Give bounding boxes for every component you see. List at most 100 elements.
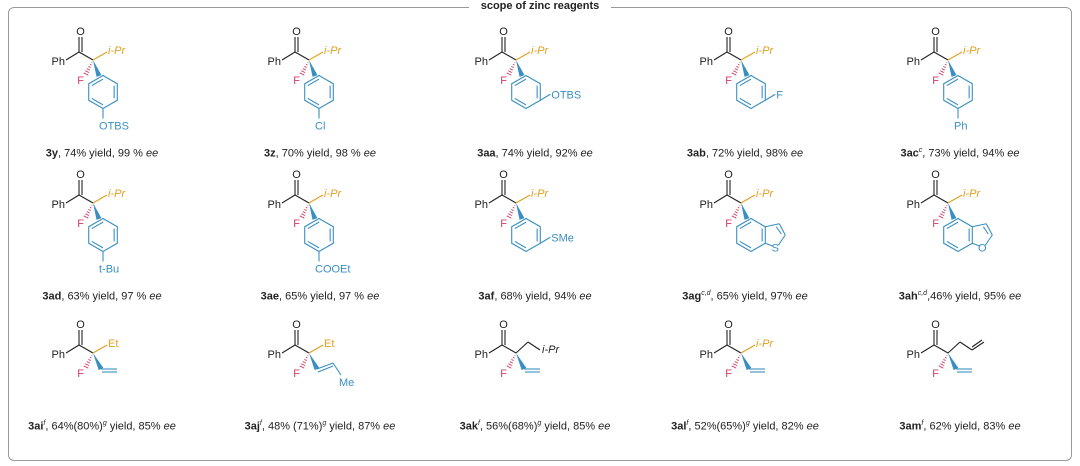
hash-line <box>938 365 944 369</box>
fluorine-label: F <box>293 75 300 87</box>
allyl-bond <box>971 341 985 351</box>
compound-caption: 3ajf, 48% (71%)g yield, 87% ee <box>245 420 396 433</box>
hash-line <box>512 356 515 359</box>
hash-line <box>736 66 739 68</box>
alkyl-label: i-Pr <box>542 344 560 356</box>
allyl-double-bond <box>971 339 983 348</box>
ee-label: ee <box>383 420 396 433</box>
hash-line <box>512 63 515 66</box>
fluorine-label: F <box>932 218 939 230</box>
alkenyl-wedge-bond <box>741 353 752 371</box>
phenyl-label: Ph <box>475 349 488 361</box>
fluorine-hash-bond <box>731 61 741 76</box>
phenyl-label: Ph <box>52 349 65 361</box>
ee-label: ee <box>149 290 162 303</box>
compound-id: 3am <box>899 420 922 433</box>
phenyl-bond <box>920 344 935 354</box>
hash-line <box>83 365 89 369</box>
substituent-label: SMe <box>551 232 574 244</box>
alkyl-bond <box>740 194 756 204</box>
ee-label: ee <box>1009 290 1022 303</box>
hash-line <box>302 68 307 71</box>
phenyl-bond <box>281 344 296 354</box>
ee-label: ee <box>163 420 176 433</box>
footnote-mark: f <box>259 420 262 427</box>
hash-line <box>85 70 90 74</box>
furan-double-bond <box>775 226 782 235</box>
alkyl-bond <box>947 194 963 204</box>
hash-line <box>737 63 740 66</box>
alkyl-label: i-Pr <box>531 188 549 200</box>
phenyl-bond <box>488 51 503 61</box>
hash-line <box>506 72 512 76</box>
compound-id: 3y <box>45 147 58 160</box>
benzene-ring <box>88 74 118 110</box>
hash-line <box>941 68 946 71</box>
hash-line <box>88 209 91 211</box>
aromatic-double-bond <box>946 78 959 87</box>
phenyl-bond <box>713 194 728 204</box>
footnote-mark: f <box>43 420 46 427</box>
yield-text: , 74% yield, 99 % <box>57 147 147 160</box>
footnote-mark: f <box>686 420 689 427</box>
alkene-bond <box>316 362 334 370</box>
phenyl-label: Ph <box>700 199 713 211</box>
compound-caption: 3ad, 63% yield, 97 % ee <box>42 290 161 303</box>
hash-line <box>733 70 738 74</box>
methyl-bond <box>332 362 342 376</box>
hash-line <box>508 70 513 74</box>
compound-id: 3ad <box>42 290 62 303</box>
oxygen-label: O <box>499 169 508 181</box>
hash-line <box>83 215 89 219</box>
hash-line <box>86 68 91 71</box>
compound-id: 3aj <box>244 420 260 433</box>
yield-text: , 56%(68%) <box>479 420 538 433</box>
yield-text: , 52%(65%) <box>688 420 746 433</box>
alkenyl-wedge-bond <box>93 353 104 371</box>
scheme-title-text: scope of zinc reagents <box>468 0 612 12</box>
alkyl-label: i-Pr <box>324 45 342 57</box>
phenyl-label: Ph <box>268 349 281 361</box>
hash-line <box>88 66 91 68</box>
alkyl-bond <box>947 51 963 61</box>
compound-id: 3aa <box>477 147 496 160</box>
phenyl-label: Ph <box>268 56 281 68</box>
ee-label: ee <box>580 147 593 160</box>
alpha-bond <box>78 344 94 354</box>
hash-line <box>508 213 513 217</box>
alkyl-bond <box>740 51 756 61</box>
aromatic-double-bond <box>514 97 527 106</box>
allyl-bond <box>947 341 961 354</box>
alkyl-bond <box>740 344 756 354</box>
alkyl-label: i-Pr <box>756 45 774 57</box>
hash-line <box>89 63 92 66</box>
allyl-bond <box>959 341 973 351</box>
compound-id: 3ah <box>898 290 918 303</box>
phenyl-label: Ph <box>475 56 488 68</box>
furan-bond <box>972 242 981 247</box>
compound-id: 3al <box>671 420 687 433</box>
hash-line <box>512 206 515 209</box>
benzene-ring <box>943 74 973 110</box>
oxygen-label: O <box>931 26 940 38</box>
fluorine-hash-bond <box>938 204 948 219</box>
fluorine-hash-bond <box>731 204 741 219</box>
alkyl-label: i-Pr <box>963 188 981 200</box>
yield-text: yield, 85% <box>541 420 599 433</box>
hash-line <box>731 72 737 76</box>
hash-line <box>302 211 307 214</box>
alpha-bond <box>78 194 94 204</box>
yield-text: , 70% yield, 98 % <box>275 147 364 160</box>
substituent-label: OTBS <box>551 89 581 101</box>
alkyl-bond <box>308 51 324 61</box>
fluorine-label: F <box>500 368 507 380</box>
oxygen-label: O <box>76 26 85 38</box>
oxygen-label: O <box>724 26 733 38</box>
alkyl-label: i-Pr <box>756 338 774 350</box>
furan-bond <box>777 234 786 246</box>
aromatic-double-bond <box>946 240 959 249</box>
